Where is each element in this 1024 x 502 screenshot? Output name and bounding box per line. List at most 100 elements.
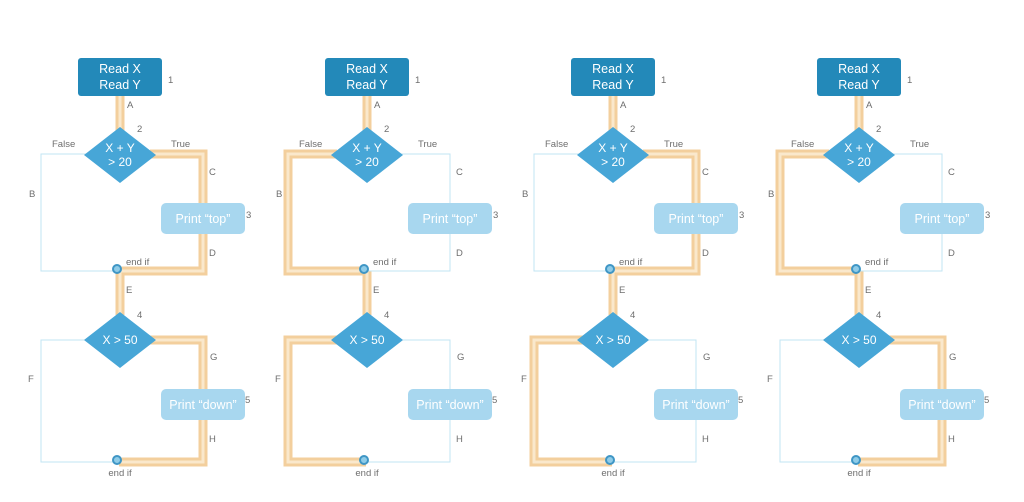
- edge-label-f: F: [275, 374, 281, 385]
- decision1-line1: X + Y: [352, 141, 382, 155]
- step-number-3: 3: [493, 210, 499, 221]
- branch-label-true-1: True: [910, 139, 930, 150]
- end-if-junction-1: [851, 264, 861, 274]
- end-if-junction-2: [359, 455, 369, 465]
- branch-label-true-1: True: [664, 139, 684, 150]
- step-number-2: 2: [137, 124, 143, 135]
- read-node: Read X Read Y: [78, 58, 162, 96]
- end-if-junction-2: [112, 455, 122, 465]
- flowchart-2-false-false: Read X Read Y X + Y > 20 Print “top” X >…: [247, 0, 498, 502]
- edge-label-e: E: [619, 285, 626, 296]
- step-number-5: 5: [245, 395, 251, 406]
- edge-label-b: B: [768, 189, 775, 200]
- edge-label-c: C: [209, 167, 216, 178]
- read-node: Read X Read Y: [571, 58, 655, 96]
- decision1-node: X + Y > 20: [84, 127, 156, 183]
- decision2-label: X > 50: [349, 333, 385, 347]
- flowchart-1-true-true: Read X Read Y X + Y > 20 Print “top” X >…: [0, 0, 251, 502]
- edge-label-f: F: [767, 374, 773, 385]
- print-top-label: Print “top”: [175, 211, 231, 226]
- edge-label-e: E: [126, 285, 133, 296]
- read-node: Read X Read Y: [817, 58, 901, 96]
- read-node-line2: Read Y: [99, 78, 141, 92]
- step-number-4: 4: [384, 310, 390, 321]
- end-if-label-2: end if: [601, 468, 625, 479]
- flowchart-4-false-true: Read X Read Y X + Y > 20 Print “top” X >…: [739, 0, 990, 502]
- print-top-node: Print “top”: [900, 203, 984, 234]
- flowchart-3-true-false: Read X Read Y X + Y > 20 Print “top” X >…: [493, 0, 744, 502]
- step-number-5: 5: [984, 395, 990, 406]
- step-number-3: 3: [246, 210, 252, 221]
- print-down-node: Print “down”: [161, 389, 245, 420]
- branch-label-false-1: False: [299, 139, 323, 150]
- end-if-label-1: end if: [126, 257, 150, 268]
- edge-label-c: C: [702, 167, 709, 178]
- edge-label-d: D: [456, 248, 463, 259]
- end-if-junction-1: [112, 264, 122, 274]
- read-node-line2: Read Y: [592, 78, 634, 92]
- branch-label-true-1: True: [171, 139, 191, 150]
- end-if-label-1: end if: [865, 257, 889, 268]
- end-if-label-1: end if: [619, 257, 643, 268]
- branch-label-false-1: False: [545, 139, 569, 150]
- decision1-line1: X + Y: [844, 141, 874, 155]
- print-down-label: Print “down”: [662, 397, 730, 412]
- edge-label-g: G: [703, 352, 711, 363]
- read-node-line1: Read X: [592, 62, 634, 76]
- step-number-3: 3: [739, 210, 745, 221]
- decision2-label: X > 50: [595, 333, 631, 347]
- print-down-label: Print “down”: [908, 397, 976, 412]
- decision2-node: X > 50: [577, 312, 649, 368]
- end-if-label-2: end if: [847, 468, 871, 479]
- print-down-label: Print “down”: [416, 397, 484, 412]
- print-down-label: Print “down”: [169, 397, 237, 412]
- read-node: Read X Read Y: [325, 58, 409, 96]
- print-top-label: Print “top”: [914, 211, 970, 226]
- end-if-junction-1: [605, 264, 615, 274]
- decision1-line2: > 20: [601, 155, 625, 169]
- step-number-4: 4: [630, 310, 636, 321]
- edge-label-e: E: [373, 285, 380, 296]
- edge-label-g: G: [457, 352, 465, 363]
- edge-label-b: B: [29, 189, 36, 200]
- decision2-label: X > 50: [102, 333, 138, 347]
- decision2-node: X > 50: [84, 312, 156, 368]
- edge-label-g: G: [210, 352, 218, 363]
- edge-label-g: G: [949, 352, 957, 363]
- step-number-1: 1: [907, 75, 913, 86]
- decision2-label: X > 50: [841, 333, 877, 347]
- step-number-2: 2: [630, 124, 636, 135]
- edge-label-a: A: [374, 100, 381, 111]
- branch-label-false-1: False: [52, 139, 76, 150]
- step-number-4: 4: [137, 310, 143, 321]
- decision1-node: X + Y > 20: [823, 127, 895, 183]
- end-if-label-2: end if: [108, 468, 132, 479]
- decision1-line2: > 20: [847, 155, 871, 169]
- step-number-2: 2: [876, 124, 882, 135]
- edge-label-d: D: [948, 248, 955, 259]
- decision1-line1: X + Y: [598, 141, 628, 155]
- step-number-1: 1: [415, 75, 421, 86]
- step-number-1: 1: [168, 75, 174, 86]
- decision1-node: X + Y > 20: [577, 127, 649, 183]
- untraveled-edges: [40, 153, 119, 463]
- step-number-4: 4: [876, 310, 882, 321]
- read-node-line2: Read Y: [838, 78, 880, 92]
- edge-label-h: H: [209, 434, 216, 445]
- step-number-3: 3: [985, 210, 991, 221]
- edge-label-b: B: [276, 189, 283, 200]
- read-node-line1: Read X: [838, 62, 880, 76]
- print-top-node: Print “top”: [161, 203, 245, 234]
- edge-label-a: A: [620, 100, 627, 111]
- step-number-5: 5: [738, 395, 744, 406]
- edge-label-f: F: [28, 374, 34, 385]
- end-if-junction-2: [605, 455, 615, 465]
- print-down-node: Print “down”: [408, 389, 492, 420]
- edge-label-b: B: [522, 189, 529, 200]
- read-node-line1: Read X: [346, 62, 388, 76]
- print-top-label: Print “top”: [422, 211, 478, 226]
- print-down-node: Print “down”: [654, 389, 738, 420]
- branch-label-false-1: False: [791, 139, 815, 150]
- decision2-node: X > 50: [823, 312, 895, 368]
- end-if-junction-2: [851, 455, 861, 465]
